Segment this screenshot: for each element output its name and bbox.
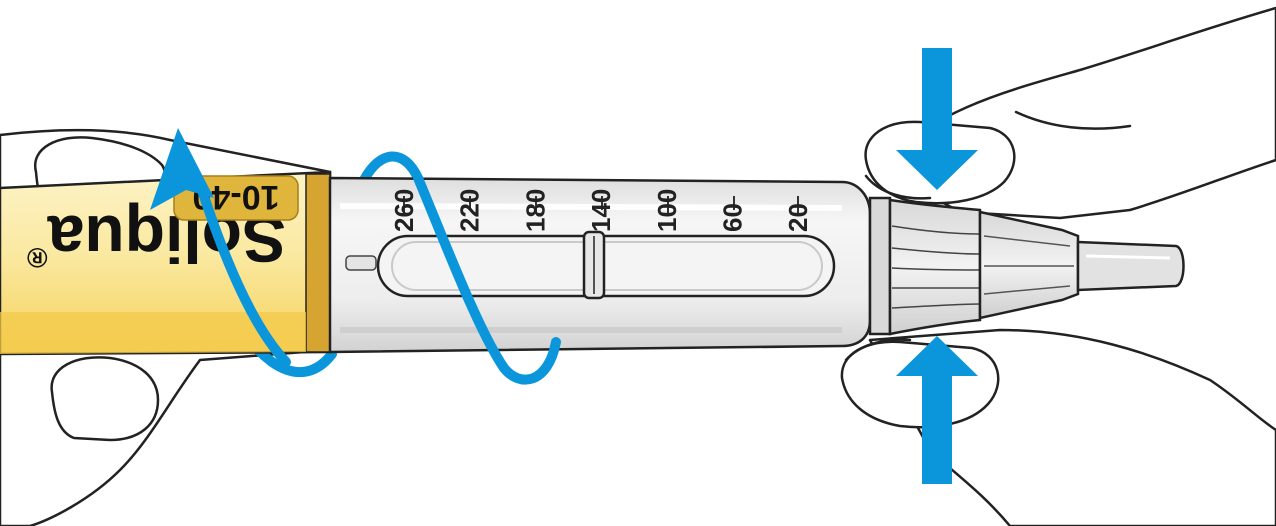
dose-scale-number: 220 xyxy=(455,189,485,232)
dose-scale-number: 60 xyxy=(718,203,748,232)
rotation-arrow-front-segment xyxy=(413,173,561,385)
rotation-arrow-back-segment-2 xyxy=(359,151,423,185)
arrow-up-icon xyxy=(896,336,978,484)
rotation-arrow-head xyxy=(150,128,214,210)
dose-scale-number: 260 xyxy=(389,189,419,232)
grip-ribs xyxy=(891,225,981,309)
dose-scale-number: 180 xyxy=(520,189,550,232)
cartridge-window-inner xyxy=(391,241,823,291)
left-finger xyxy=(50,356,160,442)
rotation-arrow-front-segment-2 xyxy=(195,179,291,367)
press-arrows xyxy=(896,48,978,484)
right-fingers-front xyxy=(844,174,932,362)
dose-scale-number: 20 xyxy=(783,203,813,232)
pen-label-bottom-stripe xyxy=(0,312,306,354)
dose-scale-numbers: 260 220 180 140 100 60 20 xyxy=(389,189,813,232)
cartridge-window xyxy=(376,234,836,298)
needle-tip xyxy=(1076,240,1185,292)
right-upper-knuckle xyxy=(1014,110,1132,130)
pen-collar xyxy=(868,196,892,336)
right-hand-lower xyxy=(840,328,1276,526)
dose-scale-number: 100 xyxy=(652,189,682,232)
pen-label-right-band xyxy=(305,173,331,353)
needle-hub xyxy=(978,210,1080,320)
registered-mark: ® xyxy=(27,242,48,273)
dose-scale-number: 140 xyxy=(586,189,616,232)
dose-scale-ticks xyxy=(403,196,799,214)
arrow-down-icon xyxy=(896,48,978,190)
rotation-arrow-front xyxy=(195,173,561,385)
pen-ribbed-grip xyxy=(888,198,982,336)
hub-ridges xyxy=(983,235,1074,295)
window-tab xyxy=(345,255,377,271)
pen-body-highlight xyxy=(339,203,843,211)
